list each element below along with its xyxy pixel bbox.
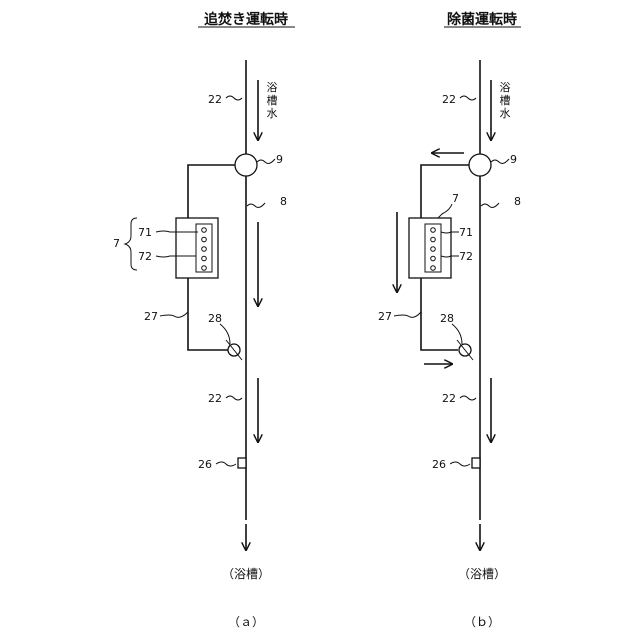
panel-b-flow-label-1: 浴: [500, 81, 511, 94]
panel-b-ref-8: 8: [514, 195, 521, 208]
panel-a-ref-8: 8: [280, 195, 287, 208]
panel-b-pump-9: [469, 154, 491, 176]
panel-b-ref-22-top: 22: [442, 93, 456, 106]
panel-a-bathtub-label: （浴槽）: [222, 567, 270, 581]
panel-b-leader-7: [438, 204, 452, 218]
panel-b-leader-27: [394, 312, 421, 317]
panel-b-ref-72: 72: [459, 250, 473, 263]
panel-b-flow-label-3: 水: [500, 107, 511, 120]
panel-a: 追焚き運転時 浴 槽 水: [113, 11, 295, 629]
panel-a-ref-27: 27: [144, 310, 158, 323]
panel-a-sensor-26: [238, 458, 246, 468]
panel-b-ref-26: 26: [432, 458, 446, 471]
panel-a-brace-7: [125, 218, 137, 270]
panel-a-leader-22-top: [226, 96, 242, 100]
panel-b-title: 除菌運転時: [447, 11, 517, 28]
panel-b-electrode-dot: [431, 237, 436, 242]
panel-a-leader-8: [247, 203, 265, 207]
panel-b-leader-26: [450, 462, 470, 466]
panel-a-ref-9: 9: [276, 153, 283, 166]
panel-b: 除菌運転時 浴 槽 水: [378, 11, 521, 629]
panel-a-ref-28: 28: [208, 312, 222, 325]
panel-a-caption: （ａ）: [228, 615, 264, 629]
panel-a-electrode-dot: [202, 237, 207, 242]
panel-b-caption: （ｂ）: [464, 615, 500, 629]
panel-b-electrode-dot: [431, 228, 436, 233]
panel-a-leader-27: [160, 312, 188, 317]
panel-a-flow-label-2: 槽: [267, 94, 278, 107]
panel-b-electrode-dot: [431, 256, 436, 261]
panel-b-sensor-26: [472, 458, 480, 468]
panel-a-leader-26: [216, 462, 236, 466]
panel-b-ref-9: 9: [510, 153, 517, 166]
panel-a-electrode-dot: [202, 247, 207, 252]
panel-b-leader-22-bottom: [460, 396, 476, 400]
panel-a-leader-9: [257, 159, 275, 163]
panel-a-flow-label-1: 浴: [267, 81, 278, 94]
panel-b-leader-8: [481, 203, 499, 207]
panel-b-bathtub-label: （浴槽）: [458, 567, 506, 581]
panel-b-leader-9: [491, 159, 509, 163]
panel-a-ref-71: 71: [138, 226, 152, 239]
panel-a-electrode-dot: [202, 228, 207, 233]
panel-a-ref-22-top: 22: [208, 93, 222, 106]
panel-a-ref-26: 26: [198, 458, 212, 471]
panel-a-electrode-dot: [202, 256, 207, 261]
panel-b-electrode-dot: [431, 266, 436, 271]
panel-b-flow-label-2: 槽: [500, 94, 511, 107]
panel-b-ref-71: 71: [459, 226, 473, 239]
panel-a-ref-7: 7: [113, 237, 120, 250]
panel-a-ref-22-bottom: 22: [208, 392, 222, 405]
panel-b-ref-28: 28: [440, 312, 454, 325]
panel-b-ref-7: 7: [452, 192, 459, 205]
panel-a-electrode-dot: [202, 266, 207, 271]
panel-b-leader-22-top: [460, 96, 476, 100]
panel-a-title: 追焚き運転時: [204, 11, 288, 28]
panel-a-leader-28: [220, 324, 230, 344]
panel-a-ref-72: 72: [138, 250, 152, 263]
panel-a-leader-22-bottom: [226, 396, 242, 400]
panel-b-ref-27: 27: [378, 310, 392, 323]
panel-b-leader-28: [452, 324, 462, 344]
panel-a-flow-label-3: 水: [267, 107, 278, 120]
panel-b-electrode-dot: [431, 247, 436, 252]
panel-b-ref-22-bottom: 22: [442, 392, 456, 405]
panel-a-pump-9: [235, 154, 257, 176]
